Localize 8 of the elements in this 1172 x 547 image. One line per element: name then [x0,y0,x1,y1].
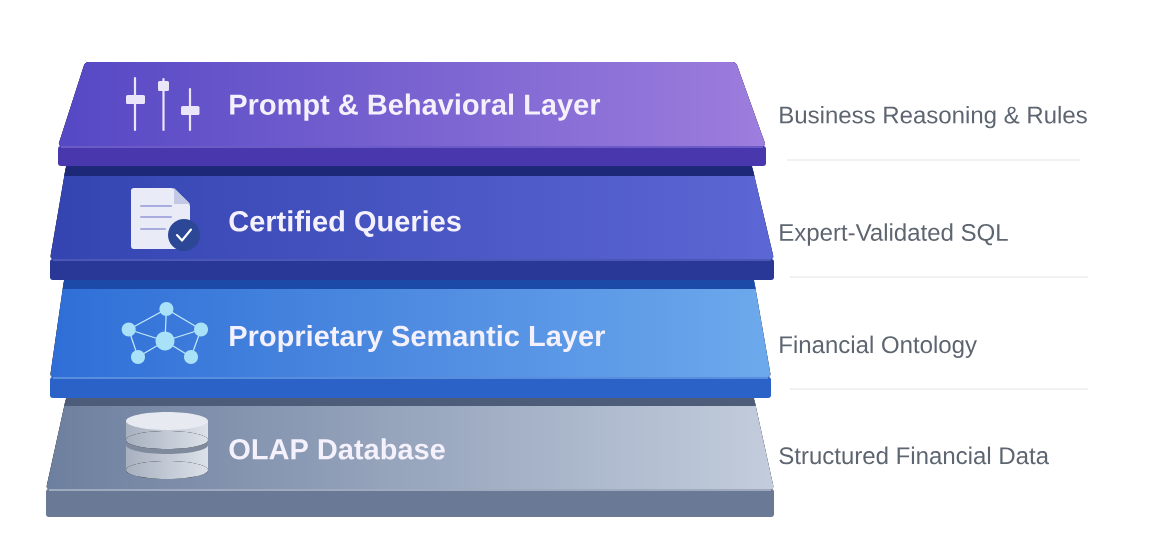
layer-slab: Prompt & Behavioral Layer [58,62,766,166]
layer-slab: OLAP Database [46,398,774,517]
side-label: Expert-Validated SQL [780,223,1008,246]
side-label: Financial Ontology [780,335,977,358]
side-label: Business Reasoning & Rules [780,105,1087,129]
side-label: Structured Financial Data [779,446,1049,465]
layer-slab: Proprietary Semantic Layer [50,280,771,398]
layer-slab: Certified Queries [50,166,774,280]
